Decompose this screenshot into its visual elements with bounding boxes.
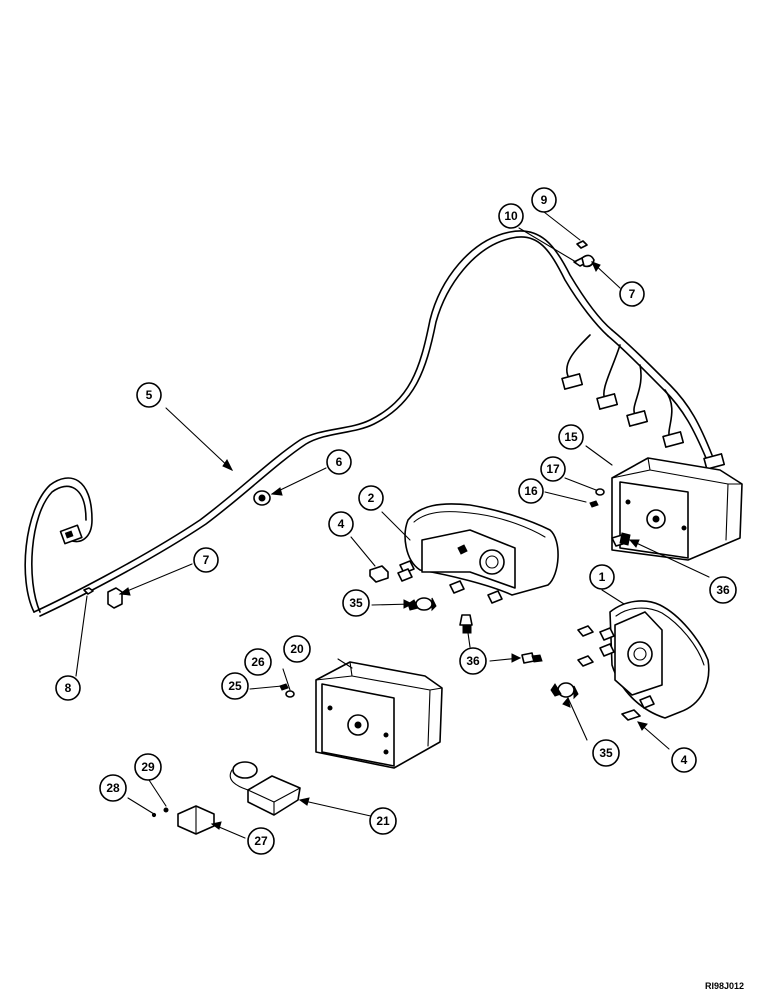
svg-text:10: 10 [504, 209, 518, 223]
grommet [253, 490, 271, 506]
callout-27: 27 [247, 827, 275, 855]
callout-2: 2 [358, 485, 384, 511]
callout-20: 20 [283, 635, 311, 663]
svg-text:35: 35 [599, 746, 613, 760]
svg-text:36: 36 [466, 654, 480, 668]
callout-10: 10 [498, 203, 524, 229]
bracket-27 [177, 805, 215, 835]
socket-36-lower [521, 652, 543, 664]
arrowheads [118, 261, 648, 830]
callout-7-top: 7 [619, 281, 645, 307]
callout-28: 28 [99, 774, 127, 802]
callout-6: 6 [326, 449, 352, 475]
callout-26: 26 [244, 648, 272, 676]
svg-text:1: 1 [599, 570, 606, 584]
clip-hardware-left [83, 587, 123, 609]
callout-36-center: 36 [459, 647, 487, 675]
svg-text:35: 35 [349, 596, 363, 610]
socket-36-right [611, 532, 631, 547]
socket-36-center [459, 614, 473, 634]
svg-text:9: 9 [541, 193, 548, 207]
callout-29: 29 [134, 753, 162, 781]
svg-text:36: 36 [716, 583, 730, 597]
callout-21: 21 [369, 807, 397, 835]
svg-text:6: 6 [336, 455, 343, 469]
clip-hardware-top [573, 240, 595, 268]
svg-text:26: 26 [251, 655, 265, 669]
flasher-module-21 [229, 761, 301, 816]
callout-17: 17 [540, 456, 566, 482]
svg-text:20: 20 [290, 642, 304, 656]
svg-text:2: 2 [368, 491, 375, 505]
svg-text:25: 25 [228, 679, 242, 693]
callout-35-right: 35 [592, 739, 620, 767]
callout-9: 9 [531, 187, 557, 213]
bulb-35-right [550, 682, 579, 700]
svg-text:27: 27 [254, 834, 268, 848]
callout-8: 8 [55, 675, 81, 701]
hardware-16-17 [589, 488, 605, 508]
clip-4-right-upper [577, 625, 594, 667]
callout-7-left: 7 [193, 547, 219, 573]
svg-text:4: 4 [681, 753, 688, 767]
svg-text:8: 8 [65, 681, 72, 695]
wire-harness [24, 230, 726, 617]
callout-4-right: 4 [671, 747, 697, 773]
lamp-assembly-15 [611, 457, 743, 561]
bulb-35-left [407, 597, 437, 612]
svg-text:15: 15 [564, 430, 578, 444]
svg-text:7: 7 [203, 553, 210, 567]
svg-text:16: 16 [524, 484, 538, 498]
svg-text:7: 7 [629, 287, 636, 301]
lamp-assembly-20 [315, 661, 443, 769]
svg-text:17: 17 [546, 462, 560, 476]
svg-text:28: 28 [106, 781, 120, 795]
callout-25: 25 [221, 672, 249, 700]
drawing-reference: RI98J012 [705, 981, 744, 991]
callout-15: 15 [558, 424, 584, 450]
callout-35-left: 35 [342, 589, 370, 617]
svg-text:21: 21 [376, 814, 390, 828]
clip-4-left [369, 565, 389, 583]
svg-text:29: 29 [141, 760, 155, 774]
clip-4-right-lower [621, 709, 641, 721]
svg-text:5: 5 [146, 388, 153, 402]
lamp-assembly-1 [599, 600, 710, 719]
svg-text:4: 4 [338, 517, 345, 531]
callout-36-right: 36 [709, 576, 737, 604]
callout-5: 5 [136, 382, 162, 408]
hardware-28-29 [151, 807, 169, 818]
lamp-assembly-2 [397, 503, 559, 604]
callout-1: 1 [589, 564, 615, 590]
callout-4-left: 4 [328, 511, 354, 537]
leader-lines [75, 211, 710, 839]
callout-16: 16 [518, 478, 544, 504]
